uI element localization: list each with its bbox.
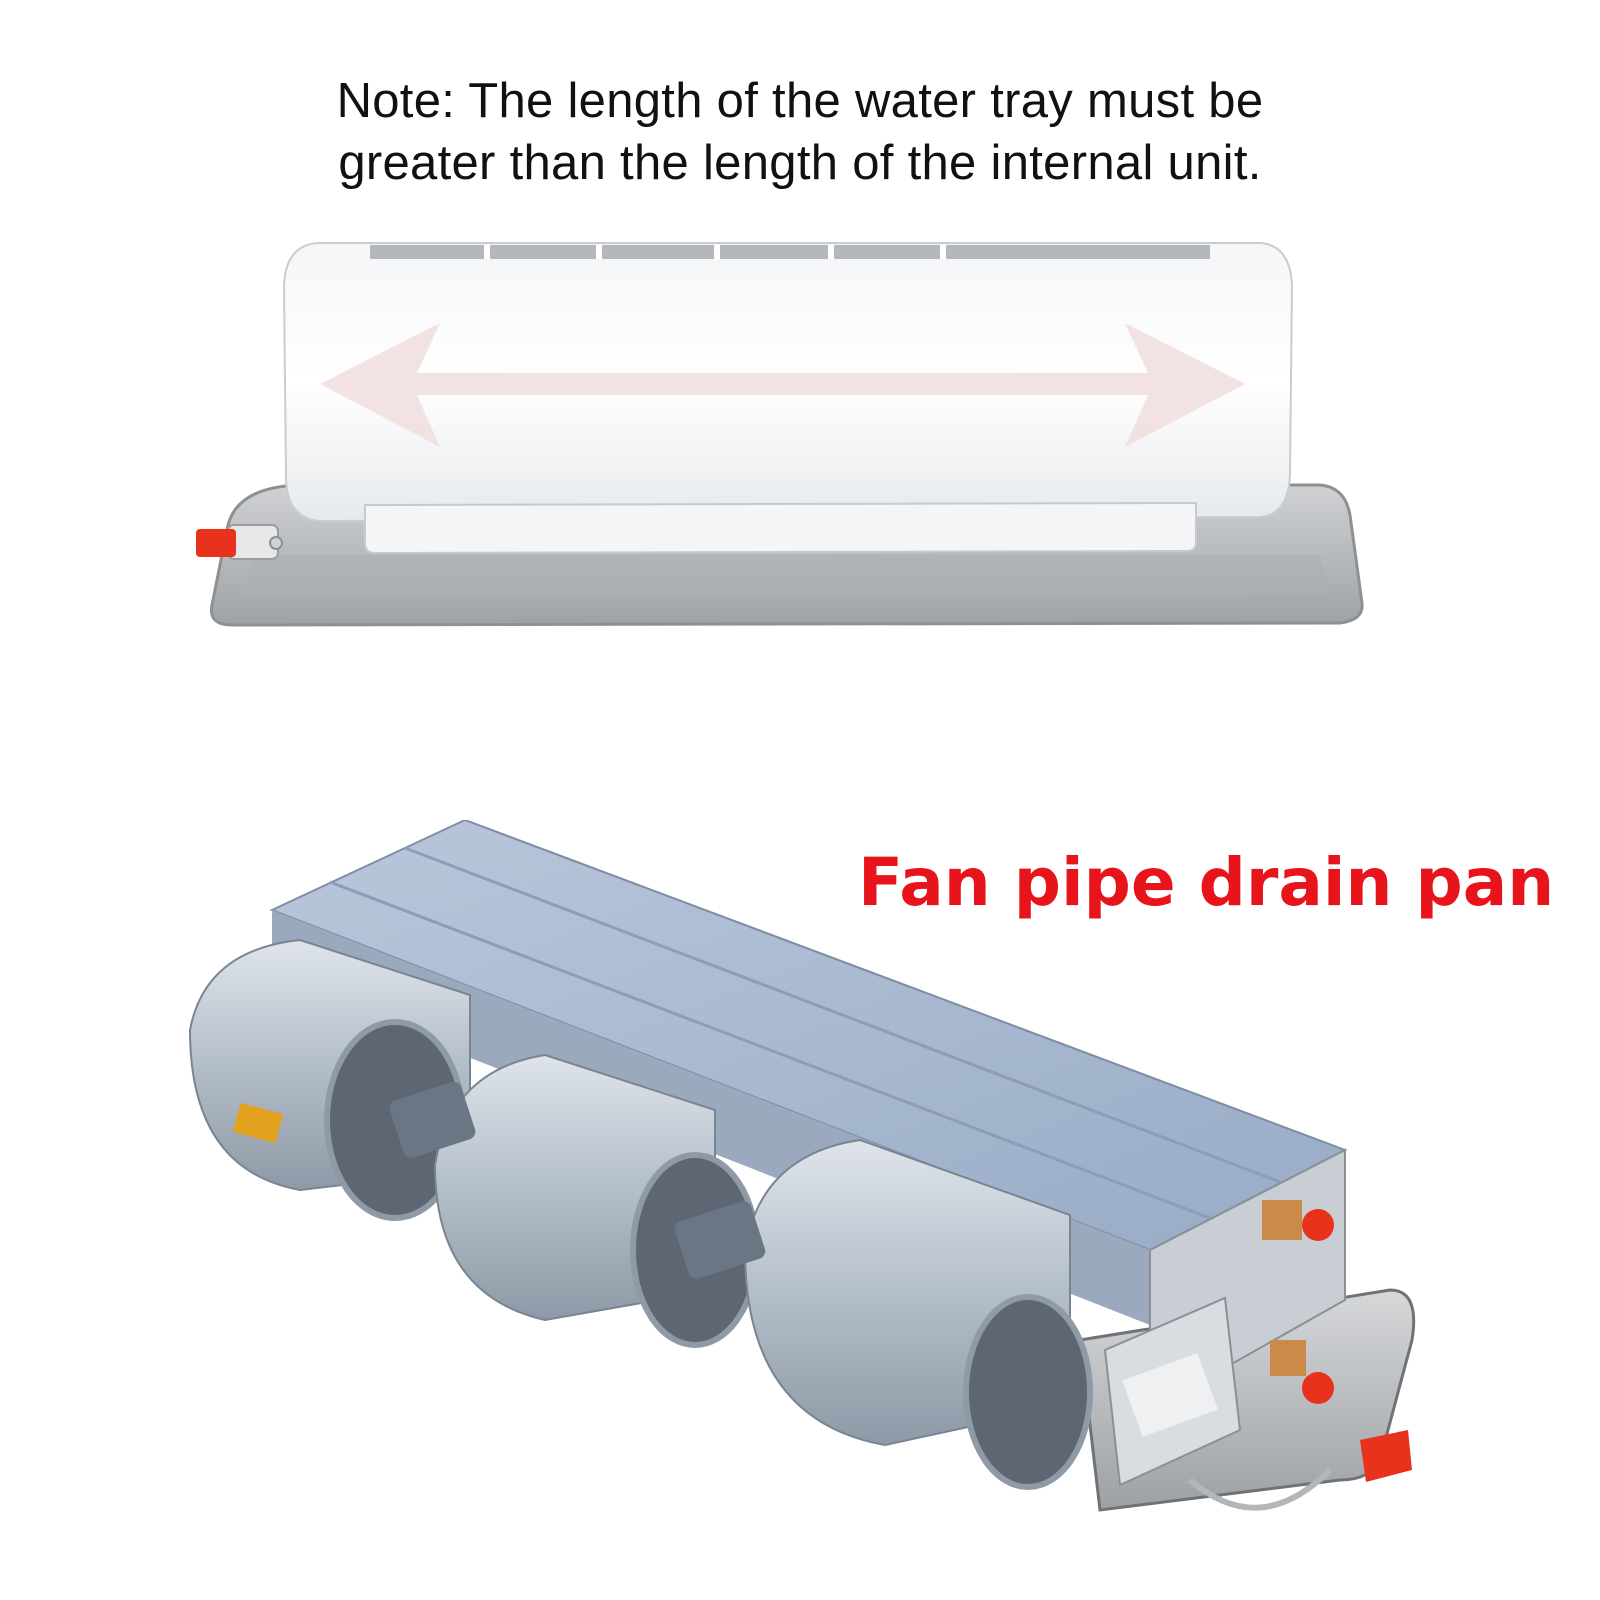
ac-on-tray-illustration: [196, 242, 1364, 627]
note-text: Note: The length of the water tray must …: [250, 70, 1350, 194]
note-line-1: Note: The length of the water tray must …: [336, 74, 1264, 128]
double-arrow-icon: [320, 323, 1245, 447]
note-line-2: greater than the length of the internal …: [338, 136, 1262, 190]
drain-valve-icon: [196, 524, 283, 560]
fan-coil-unit-illustration: [188, 820, 1416, 1512]
blower-fan-3: [743, 1138, 1093, 1490]
drain-valve-icon: [1188, 1430, 1412, 1511]
headline-label: Fan pipe drain pan: [858, 844, 1555, 921]
ac-indoor-unit: [282, 242, 1294, 555]
motor-icon: [389, 1081, 766, 1279]
blower-fan-1: [188, 938, 471, 1221]
valve-icon: [1262, 1200, 1334, 1404]
control-box: [1103, 1296, 1242, 1487]
